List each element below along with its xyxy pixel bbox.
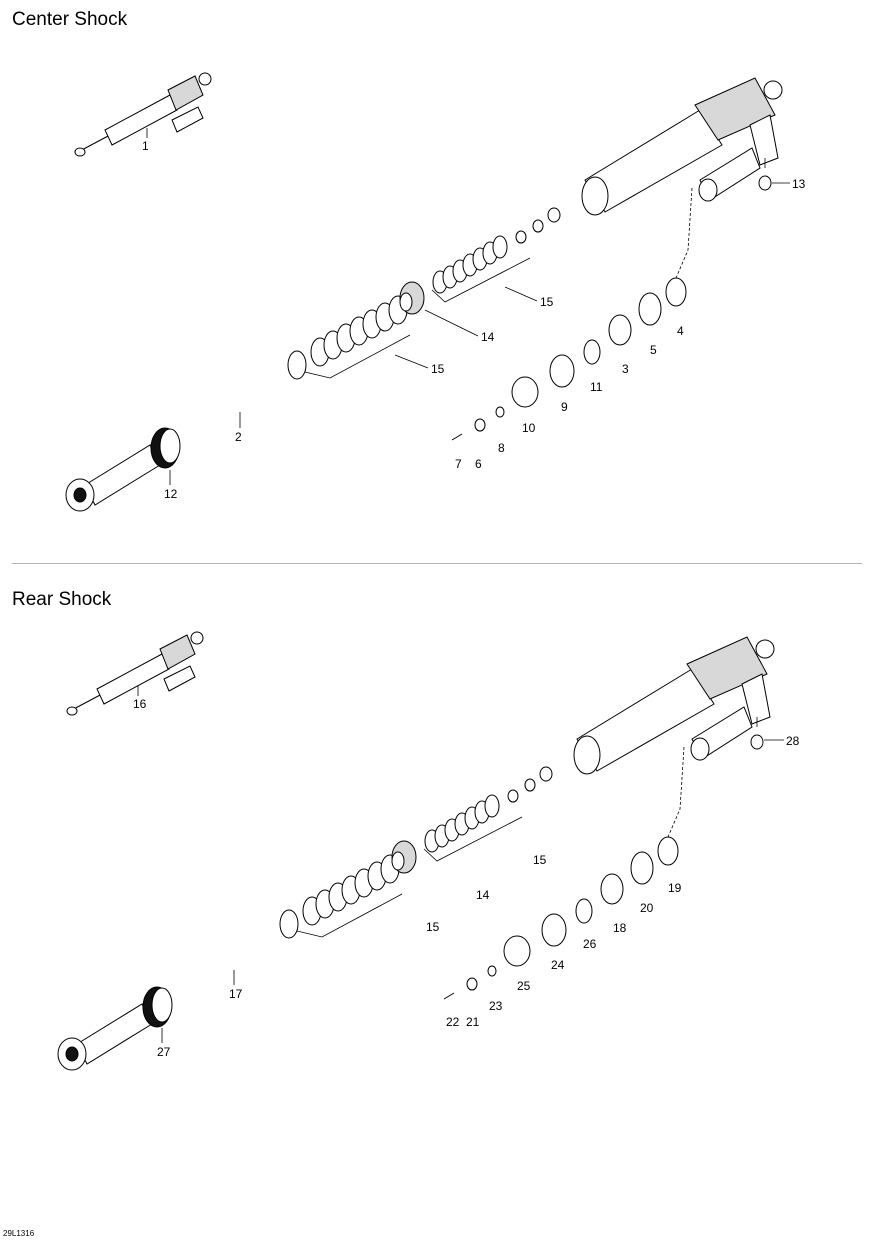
callout-16: 16 xyxy=(133,697,147,711)
callout-6: 6 xyxy=(475,457,482,471)
callout-18: 18 xyxy=(613,921,627,935)
callout-10: 10 xyxy=(522,421,536,435)
callout-15-rear-lower: 15 xyxy=(426,920,440,934)
rear-callouts: 16 17 18 19 20 21 22 23 24 25 26 27 28 1… xyxy=(133,697,800,1059)
callout-19: 19 xyxy=(668,881,682,895)
rear-shock-title: Rear Shock xyxy=(12,589,112,610)
leader-lines xyxy=(137,128,790,1043)
rear-shock-drawing xyxy=(56,630,776,1072)
callout-24: 24 xyxy=(551,958,565,972)
callout-22: 22 xyxy=(446,1015,460,1029)
callout-2: 2 xyxy=(235,430,242,444)
callout-23: 23 xyxy=(489,999,503,1013)
callout-25: 25 xyxy=(517,979,531,993)
callout-14: 14 xyxy=(481,330,495,344)
callout-20: 20 xyxy=(640,901,654,915)
center-shock-drawing xyxy=(64,71,784,513)
callout-26: 26 xyxy=(583,937,597,951)
callout-15-upper: 15 xyxy=(540,295,554,309)
callout-1: 1 xyxy=(142,139,149,153)
drawing-reference-number: 29L1316 xyxy=(3,1229,35,1238)
callout-17: 17 xyxy=(229,987,243,1001)
center-shock-title: Center Shock xyxy=(12,9,128,30)
section-divider xyxy=(12,563,862,564)
callout-4: 4 xyxy=(677,324,684,338)
callout-27: 27 xyxy=(157,1045,171,1059)
callout-13: 13 xyxy=(792,177,806,191)
callout-21: 21 xyxy=(466,1015,480,1029)
callout-12: 12 xyxy=(164,487,178,501)
callout-8: 8 xyxy=(498,441,505,455)
callout-15-rear-upper: 15 xyxy=(533,853,547,867)
callout-5: 5 xyxy=(650,343,657,357)
callout-28: 28 xyxy=(786,734,800,748)
callout-15-lower: 15 xyxy=(431,362,445,376)
center-callouts: 1 2 3 4 5 6 7 8 9 10 11 12 13 14 15 15 xyxy=(142,139,806,501)
callout-14-rear: 14 xyxy=(476,888,490,902)
callout-11: 11 xyxy=(590,380,603,394)
callout-9: 9 xyxy=(561,400,568,414)
callout-3: 3 xyxy=(622,362,629,376)
callout-7: 7 xyxy=(455,457,462,471)
